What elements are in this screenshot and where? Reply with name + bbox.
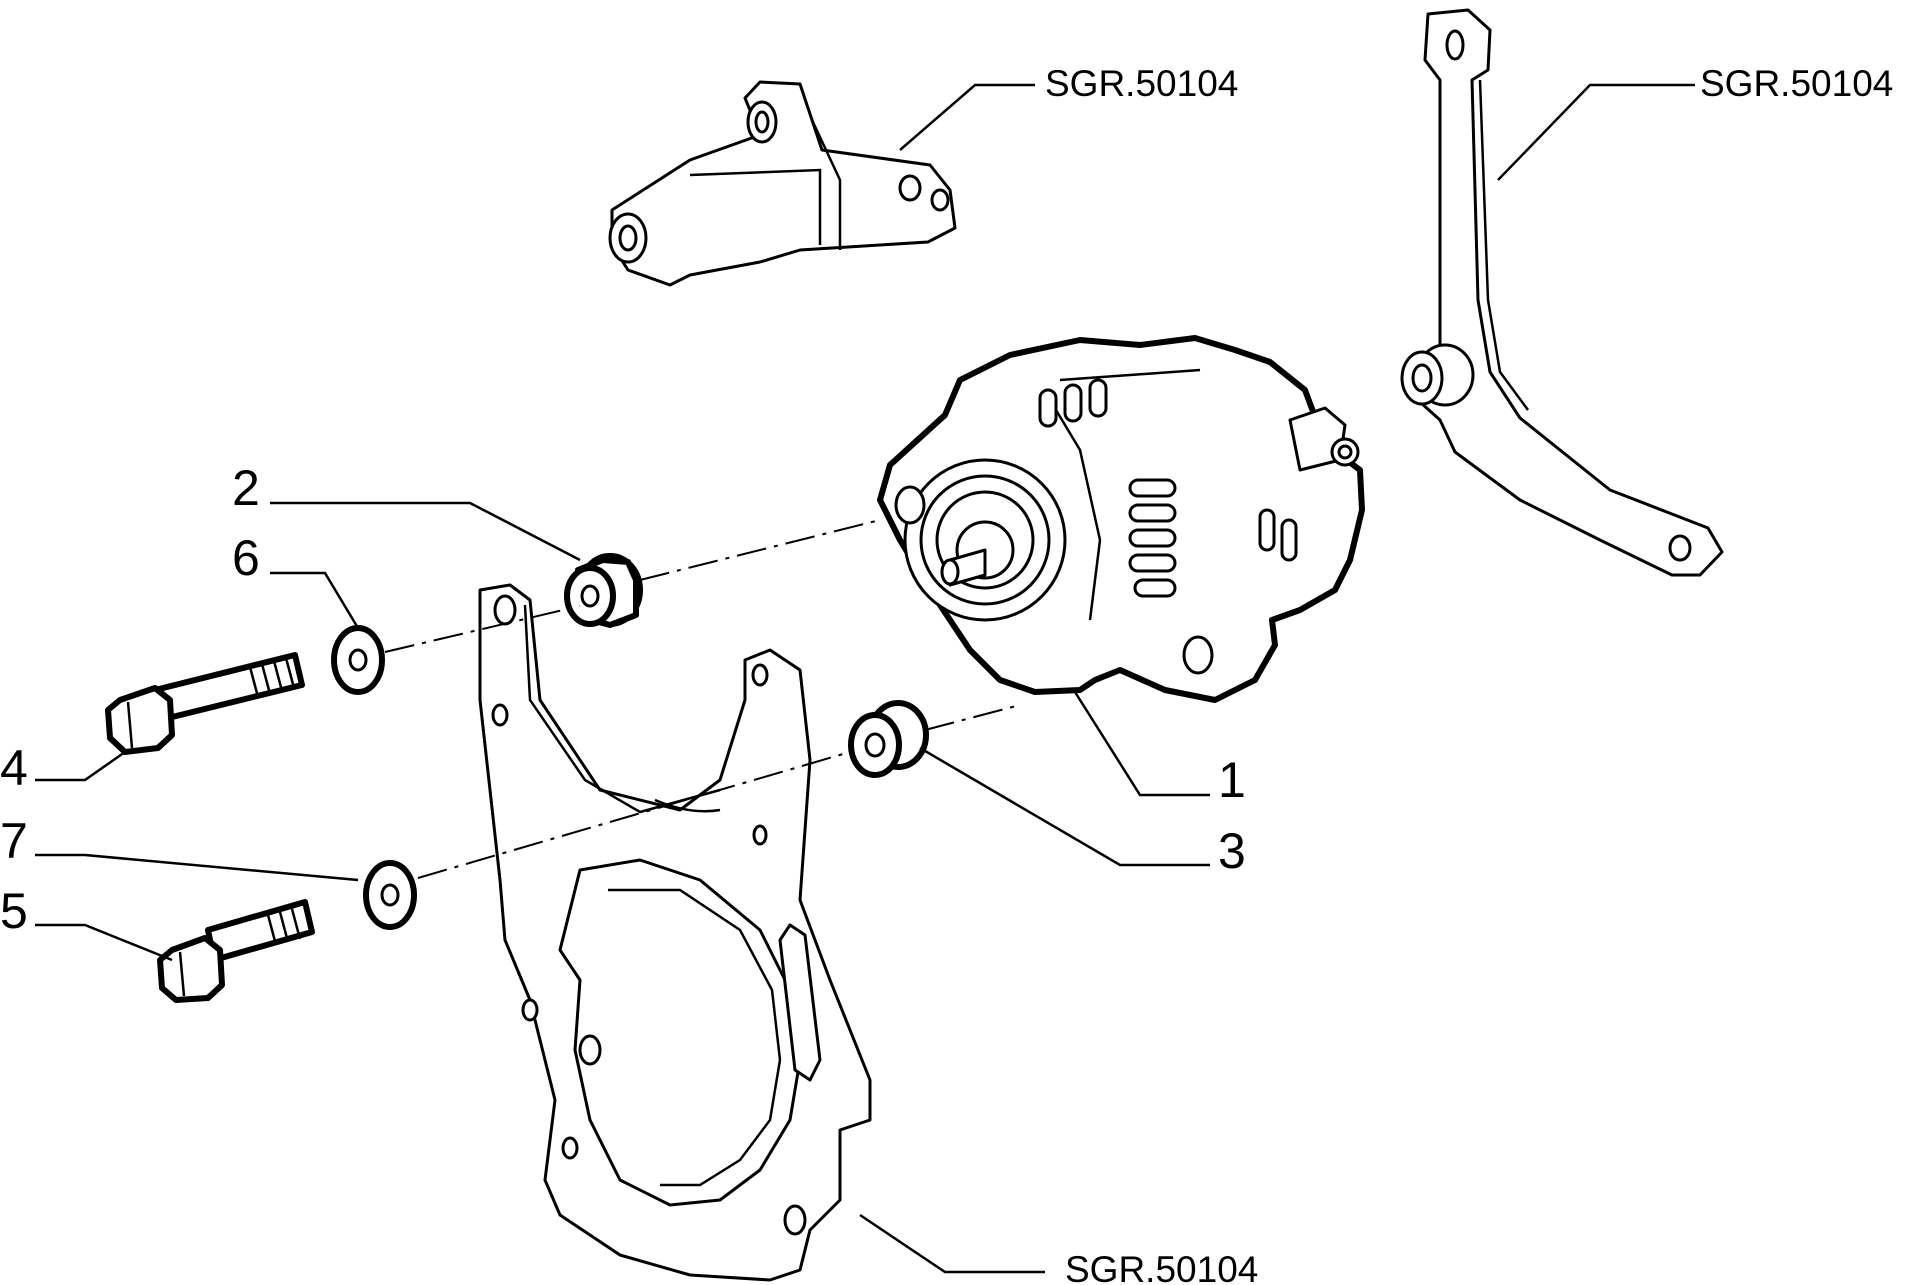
ref-right-arm: SGR.50104: [1700, 63, 1893, 104]
callout-numbers: 2 6 4 7 5 1 3: [0, 460, 1246, 939]
callout-5: 5: [0, 883, 28, 939]
callout-1: 1: [1218, 752, 1246, 808]
top-mounting-bracket: [608, 80, 957, 287]
reference-labels: SGR.50104 SGR.50104 SGR.50104: [1045, 63, 1893, 1285]
ref-top-bracket: SGR.50104: [1045, 63, 1238, 104]
ref-bottom-plate: SGR.50104: [1065, 1249, 1258, 1285]
assembly-axis-lines: [384, 519, 1021, 879]
bolt-4: [105, 652, 305, 755]
callout-2: 2: [232, 460, 260, 516]
right-support-arm: [1400, 8, 1724, 577]
leader-lines: [35, 83, 1695, 1274]
spacer-3: [848, 700, 929, 778]
washer-7: [363, 860, 417, 930]
callout-7: 7: [0, 813, 28, 869]
callout-3: 3: [1218, 823, 1246, 879]
alternator: [877, 335, 1365, 703]
callout-6: 6: [232, 530, 260, 586]
spacer-2: [564, 553, 643, 628]
alternator-cooling-vents: [1038, 378, 1298, 598]
washer-6: [331, 625, 385, 695]
mounting-plate: [478, 583, 872, 1282]
callout-4: 4: [0, 740, 28, 796]
bolt-5: [157, 899, 315, 1003]
